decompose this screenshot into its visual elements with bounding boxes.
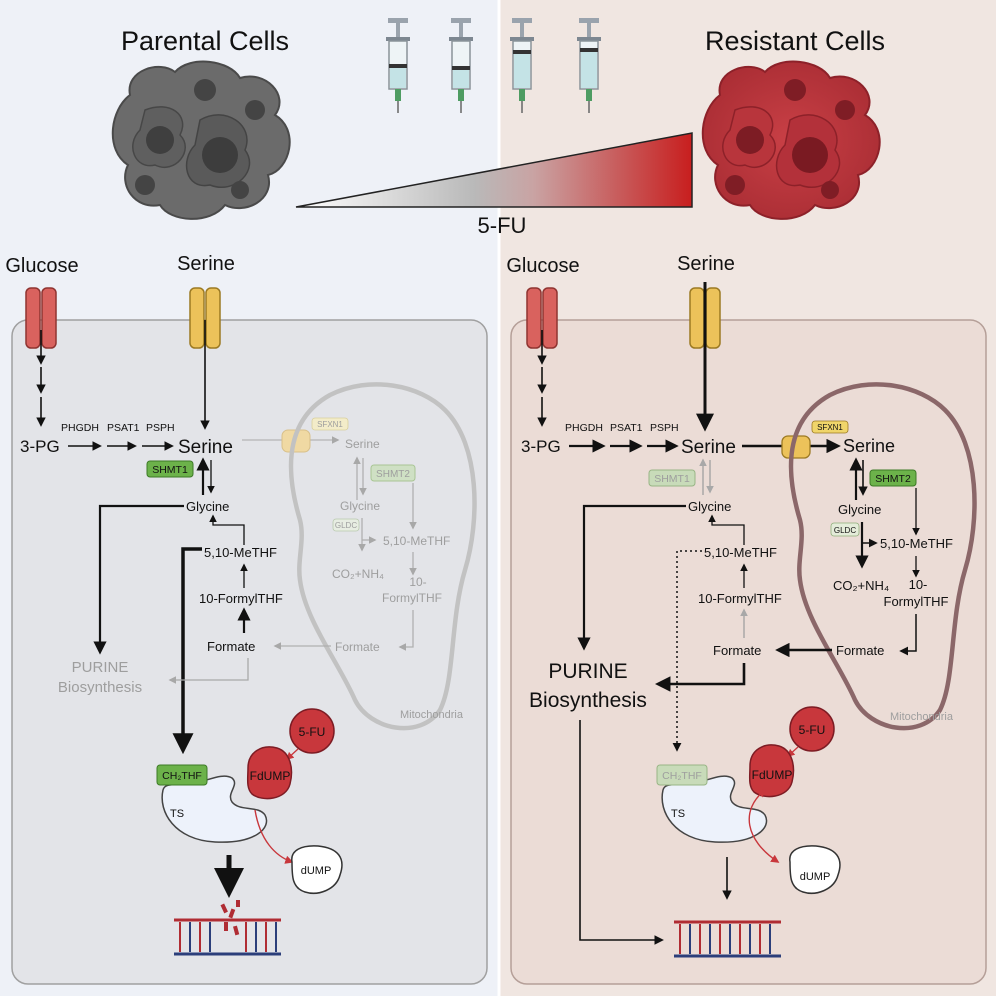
left-3pg-label: 3-PG (20, 437, 60, 456)
right-co2-label: CO₂+NH₄ (833, 578, 889, 593)
left-phgdh-label: PHGDH (61, 422, 99, 434)
left-mito-serine-label: Serine (345, 437, 380, 451)
syringe-icon-2 (449, 18, 473, 113)
right-sfxn1-label: SFXN1 (817, 423, 843, 432)
syringe-icon-4 (577, 18, 601, 113)
left-glucose-label: Glucose (5, 255, 78, 277)
right-fdump-shape (748, 744, 795, 798)
right-mito-formyl-1: 10- (909, 577, 928, 592)
syringe-icon-1 (386, 18, 410, 113)
right-mito-formyl-2: FormylTHF (884, 594, 949, 609)
right-glucose-transporter-icon (526, 287, 558, 349)
right-dna-intact-icon (674, 920, 781, 958)
left-ch2thf-label: CH₂THF (162, 770, 202, 782)
resistant-cells-title: Resistant Cells (705, 26, 885, 56)
left-formate-label: Formate (207, 639, 255, 654)
right-mitochondria-label: Mitochondria (890, 711, 954, 723)
left-dump-label: dUMP (301, 865, 332, 877)
left-purine-line2: Biosynthesis (58, 679, 142, 696)
left-mito-methf-label: 5,10-MeTHF (383, 534, 450, 548)
right-mito-glycine-label: Glycine (838, 502, 881, 517)
right-dump-shape (789, 845, 841, 894)
left-dna-broken-icon (174, 900, 281, 956)
right-formylthf-label: 10-FormylTHF (698, 591, 782, 606)
left-methf-label: 5,10-MeTHF (204, 545, 277, 560)
left-fdump-shape (246, 746, 293, 800)
left-panel: Glucose Serine 3-PG PHGDH PSAT1 PSPH Ser… (5, 253, 488, 985)
right-mitochondrion-outline (788, 382, 977, 731)
dose-label: 5-FU (478, 213, 527, 238)
left-fdump-label: FdUMP (250, 769, 291, 783)
left-psat1-label: PSAT1 (107, 422, 140, 434)
parental-cells-title: Parental Cells (121, 26, 289, 56)
right-purine-line2: Biosynthesis (529, 689, 647, 712)
right-purine-line1: PURINE (548, 660, 627, 683)
right-phgdh-label: PHGDH (565, 422, 603, 434)
right-mito-serine-label: Serine (843, 436, 895, 456)
right-3pg-label: 3-PG (521, 437, 561, 456)
right-gldc-label: GLDC (834, 526, 856, 535)
left-sfxn1-label: SFXN1 (317, 420, 343, 429)
left-serine-label: Serine (177, 253, 235, 275)
dose-gradient-wedge (295, 132, 693, 208)
right-mito-methf-label: 5,10-MeTHF (880, 536, 953, 551)
left-mitochondria-label: Mitochondria (400, 709, 464, 721)
right-psph-label: PSPH (650, 422, 679, 434)
left-psph-label: PSPH (146, 422, 175, 434)
left-shmt1-label: SHMT1 (152, 464, 188, 476)
right-fdump-label: FdUMP (752, 768, 793, 782)
left-dump-shape (291, 845, 343, 894)
right-panel: Glucose Serine 3-PG PHGDH PSAT1 PSPH Ser… (506, 253, 987, 985)
right-ts-label: TS (671, 808, 685, 820)
right-dump-label: dUMP (800, 871, 831, 883)
right-methf-label: 5,10-MeTHF (704, 545, 777, 560)
right-psat1-label: PSAT1 (610, 422, 643, 434)
right-shmt1-label: SHMT1 (654, 473, 690, 485)
left-5fu-label: 5-FU (299, 725, 326, 739)
left-mitochondrion-outline (288, 382, 477, 731)
right-5fu-label: 5-FU (799, 723, 826, 737)
right-cell-body (510, 319, 987, 985)
left-formylthf-label: 10-FormylTHF (199, 591, 283, 606)
right-ch2thf-label: CH₂THF (662, 770, 702, 782)
right-glucose-label: Glucose (506, 255, 579, 277)
left-gldc-label: GLDC (335, 521, 357, 530)
right-serine-main-label: Serine (681, 437, 736, 458)
left-glycine-label: Glycine (186, 499, 229, 514)
left-serine-transporter-icon (189, 287, 221, 349)
left-cell-body (11, 319, 488, 985)
resistant-cell-cluster-icon (701, 60, 881, 220)
left-co2-label: CO₂+NH₄ (332, 567, 384, 581)
syringe-icon-3 (510, 18, 534, 113)
right-mito-formate-label: Formate (836, 643, 884, 658)
left-mito-formyl-1: 10- (409, 575, 426, 589)
right-shmt2-label: SHMT2 (875, 473, 911, 485)
left-shmt2-label: SHMT2 (376, 469, 410, 480)
left-mito-formate-label: Formate (335, 640, 380, 654)
left-glucose-transporter-icon (25, 287, 57, 349)
left-purine-line1: PURINE (72, 659, 129, 676)
left-ts-label: TS (170, 808, 184, 820)
left-mito-formyl-2: FormylTHF (382, 591, 442, 605)
left-mito-glycine-label: Glycine (340, 499, 380, 513)
left-5fu-circle (289, 708, 335, 754)
right-formate-label: Formate (713, 643, 761, 658)
left-serine-main-label: Serine (178, 437, 233, 458)
right-5fu-circle (789, 706, 835, 752)
right-serine-label: Serine (677, 253, 735, 275)
parental-cell-cluster-icon (111, 60, 291, 220)
right-glycine-label: Glycine (688, 499, 731, 514)
